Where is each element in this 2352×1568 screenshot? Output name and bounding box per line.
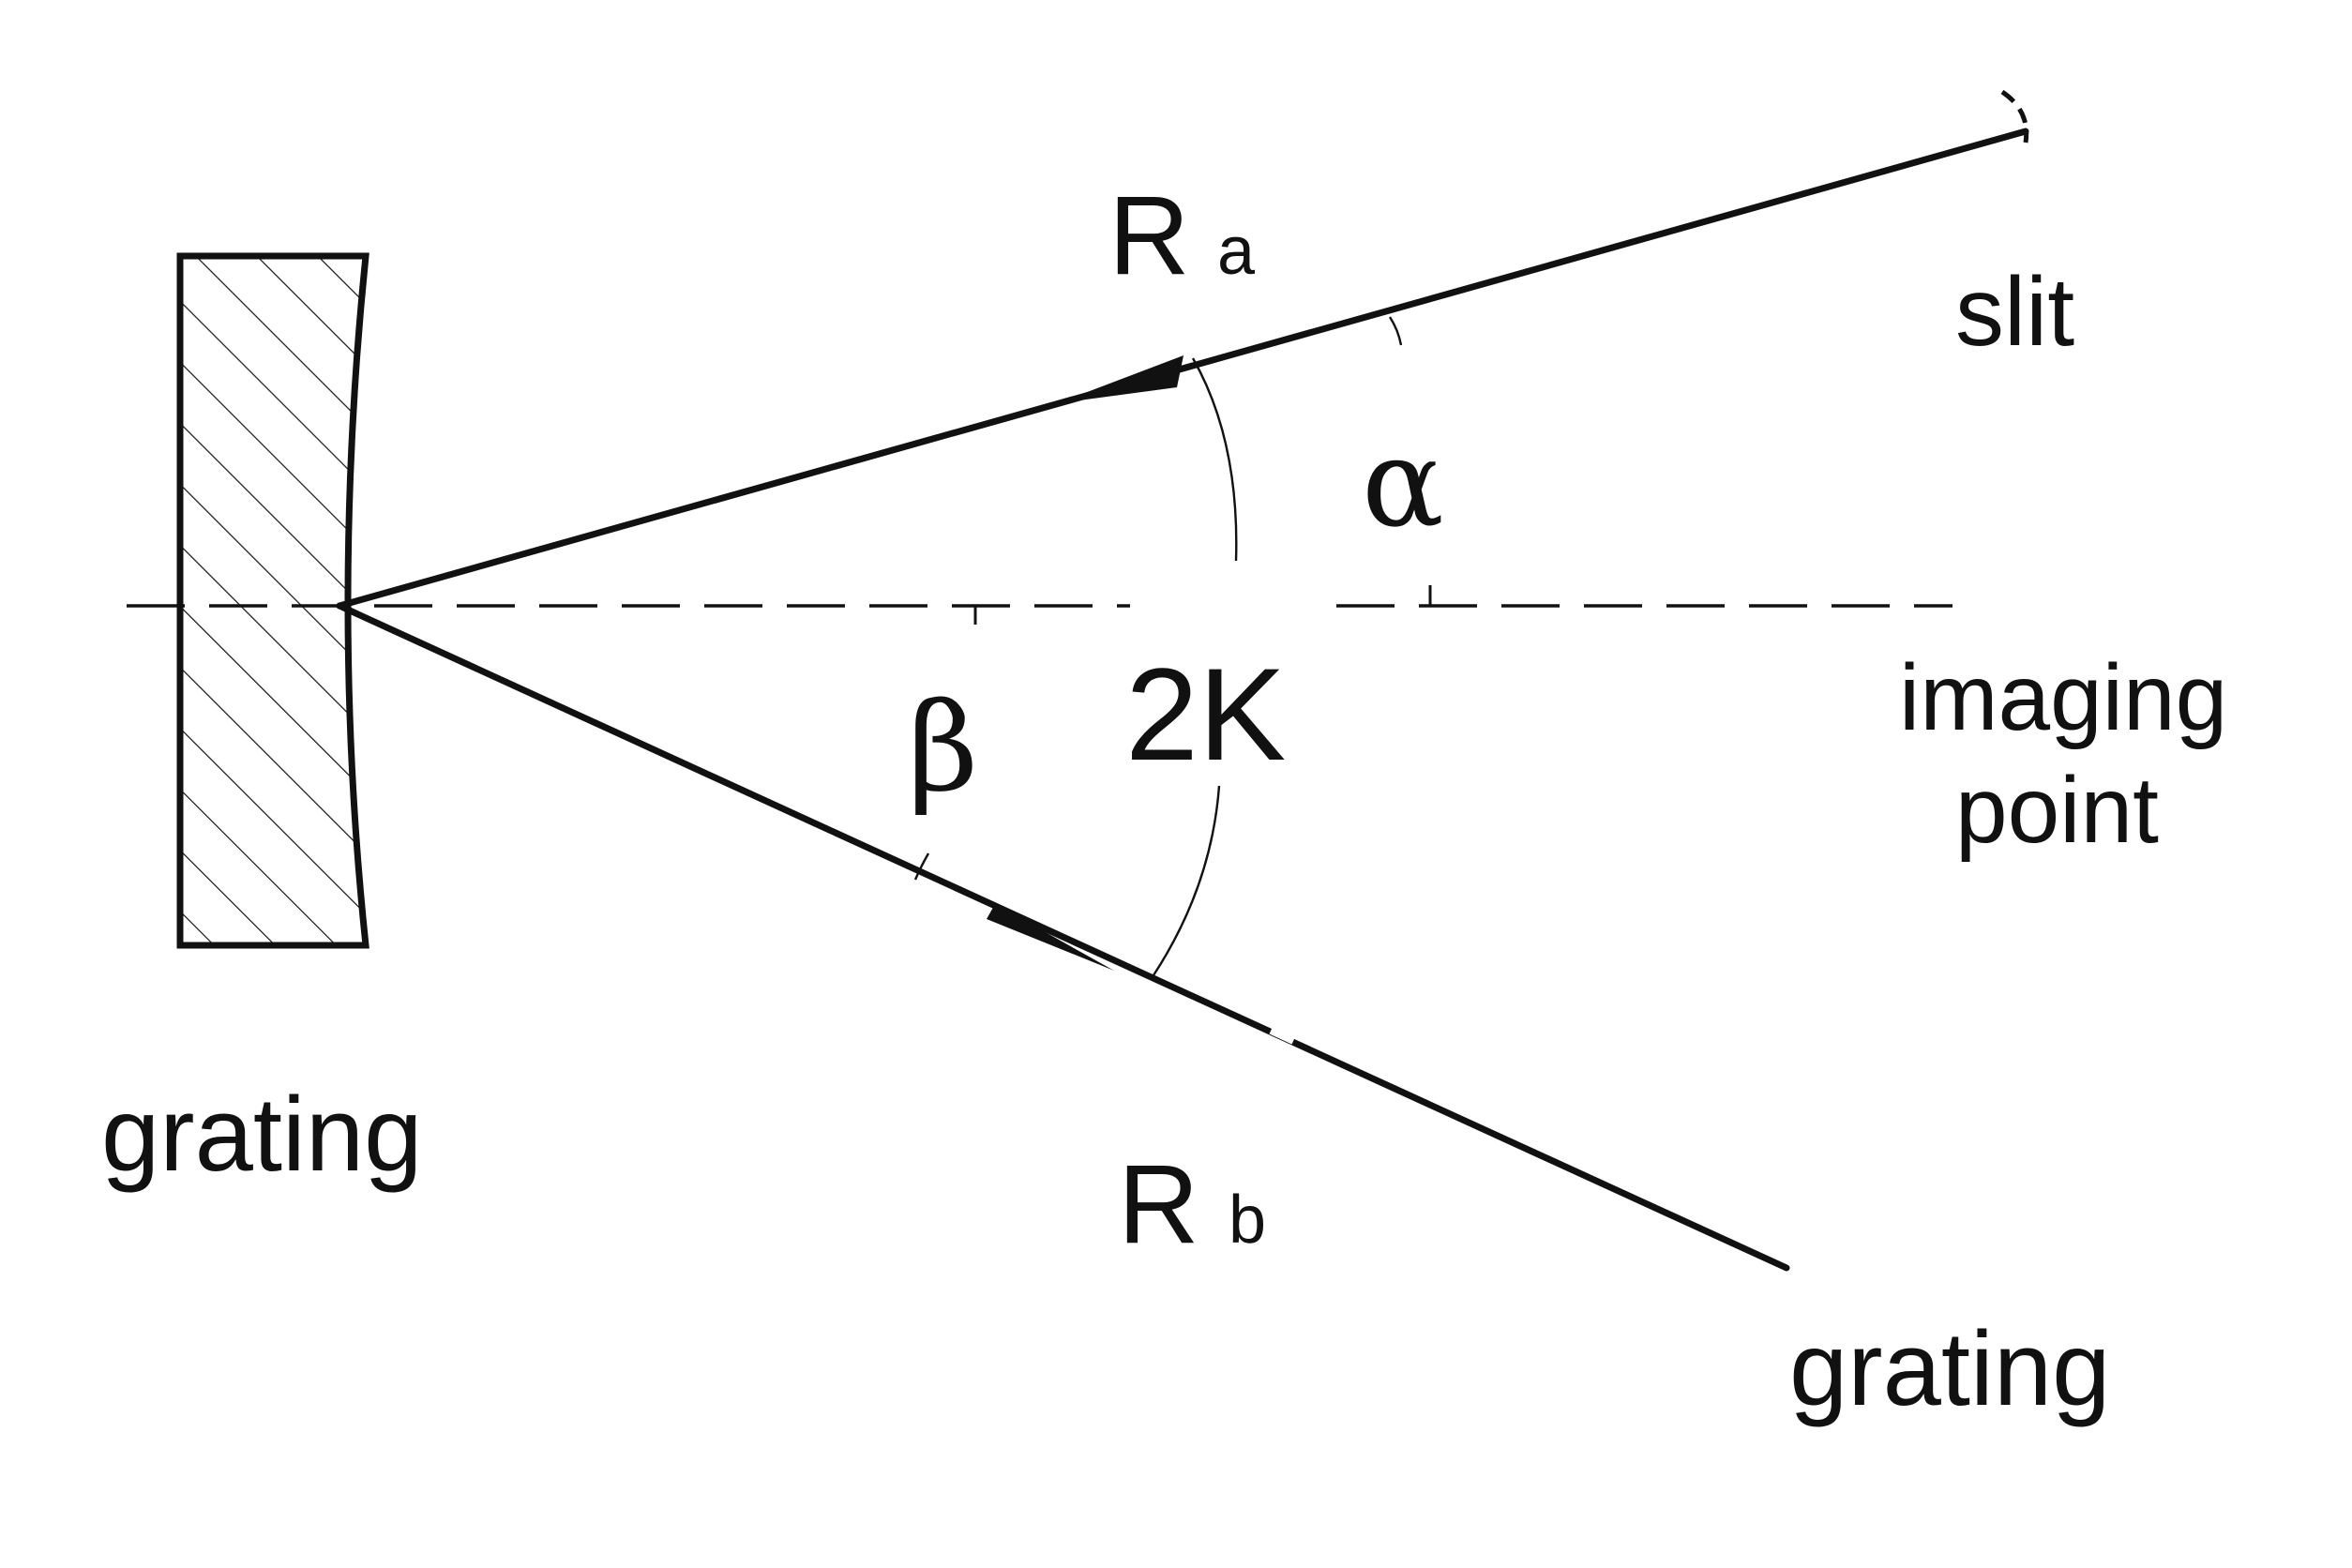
imaging-point-label-line1: imaging [1899, 645, 2227, 750]
ray-gap [1269, 1023, 1297, 1045]
incident-arrow-head [1058, 355, 1184, 403]
rb-label: R b [1118, 1141, 1266, 1267]
arc-alpha-tick [1388, 316, 1403, 346]
rb-subscript: b [1229, 1183, 1266, 1258]
arc-2k-upper [1191, 357, 1238, 562]
arc-beta-tick [913, 852, 930, 881]
grating-label-right: grating [1789, 1310, 2110, 1427]
diagram-labels: slit imaging point grating grating R a R… [101, 173, 2227, 1427]
angle-arcs [913, 316, 1403, 976]
diffracted-ray-line [336, 602, 1790, 1272]
diffracted-arrow-head [987, 904, 1114, 971]
alpha-label: α [1362, 412, 1444, 554]
ra-label: R a [1108, 173, 1256, 298]
slit-mark [2000, 89, 2029, 143]
arc-2k-lower [1152, 785, 1221, 976]
incident-ray-line [336, 128, 2029, 610]
ra-subscript: a [1217, 214, 1256, 289]
imaging-point-label-line2: point [1955, 758, 2159, 863]
incident-ray-ra [336, 89, 2029, 610]
beta-label: β [908, 676, 978, 819]
angle-2k-label: 2K [1125, 641, 1286, 788]
ra-main: R [1108, 173, 1190, 298]
rb-main: R [1118, 1141, 1199, 1267]
optical-axis [127, 585, 1952, 625]
slit-label: slit [1955, 258, 2074, 367]
grating-outline [176, 252, 369, 949]
grating-hatching [180, 256, 366, 945]
grating-label-left: grating [101, 1076, 422, 1193]
grating-element [176, 252, 369, 949]
diffracted-ray-rb [336, 602, 1790, 1272]
